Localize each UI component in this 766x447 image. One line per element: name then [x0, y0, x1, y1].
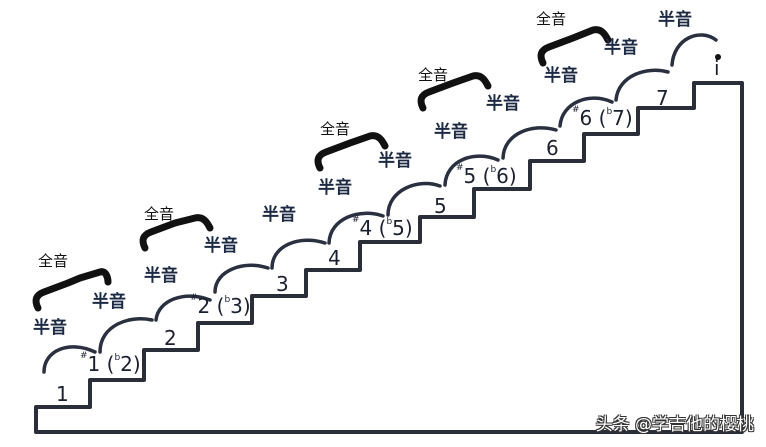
- half-step-label: 半音: [33, 318, 67, 338]
- half-step-label: 半音: [378, 151, 412, 171]
- half-step-label: 半音: [486, 94, 520, 114]
- half-step-label: 半音: [262, 205, 296, 225]
- step-label: 5: [434, 194, 447, 218]
- half-step-label: 半音: [318, 178, 352, 198]
- whole-step-label: 全音: [536, 10, 567, 28]
- step-label: 2: [164, 326, 177, 350]
- half-step-label: 半音: [144, 266, 178, 286]
- half-step-label: 半音: [434, 122, 468, 142]
- half-step-arcs: [42, 33, 718, 374]
- step-label-accidental: #1 (b2): [80, 351, 141, 376]
- watermark: 头条 @学吉他的樱桃: [595, 415, 754, 435]
- whole-step-label: 全音: [320, 120, 351, 138]
- step-label: 3: [276, 272, 289, 296]
- step-label-accidental: #2 (b3): [190, 293, 251, 318]
- half-step-label: 半音: [658, 10, 692, 30]
- whole-step-label: 全音: [144, 205, 175, 223]
- half-step-label: 半音: [92, 292, 126, 312]
- half-step-label: 半音: [204, 236, 238, 256]
- whole-step-braces: [32, 26, 612, 312]
- step-label-high-1: i: [714, 56, 720, 80]
- staircase-outline: [34, 81, 744, 434]
- step-label: 6: [546, 136, 559, 160]
- step-label-accidental: #5 (b6): [456, 163, 517, 188]
- octave-dot: [715, 54, 721, 60]
- step-label: 4: [328, 246, 341, 270]
- half-step-label: 半音: [544, 66, 578, 86]
- step-label: 7: [656, 86, 669, 110]
- whole-step-label: 全音: [38, 252, 69, 270]
- step-label-accidental: #4 (b5): [352, 215, 413, 240]
- half-step-label: 半音: [604, 38, 638, 58]
- whole-step-label: 全音: [418, 66, 449, 84]
- step-label-accidental: #6 (b7): [572, 105, 633, 130]
- step-label: 1: [56, 382, 69, 406]
